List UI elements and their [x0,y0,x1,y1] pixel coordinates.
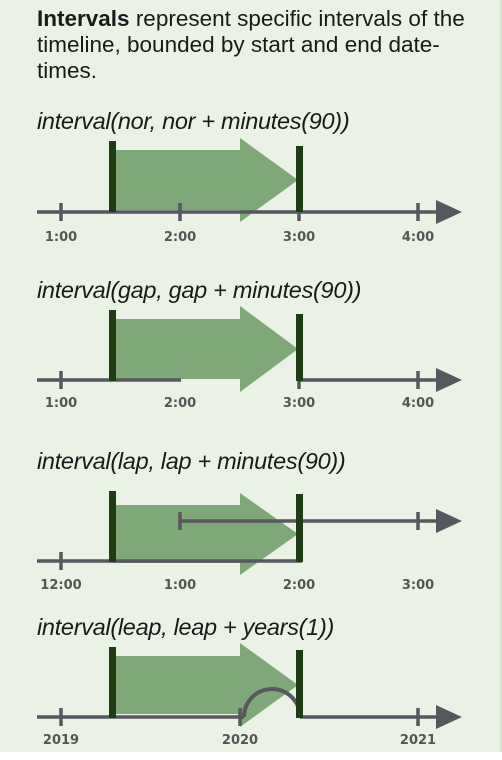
interval-start-marker [109,141,116,212]
code-label-leap: interval(leap, leap + years(1)) [37,614,334,640]
diagram-lap: 12:00 1:00 2:00 3:00 [37,491,462,593]
interval-arrow [113,138,298,222]
tick-label-1: 1:00 [45,230,77,245]
tick-label-2: 2020 [222,733,258,748]
interval-arrow [113,493,298,575]
interval-end-marker [296,650,303,718]
timeline-arrowhead [436,509,462,533]
tick-label-3: 2021 [400,733,436,748]
interval-arrow [113,643,298,727]
interval-end-marker [296,146,303,212]
tick-label-3: 3:00 [283,230,315,245]
tick-label-2: 2:00 [164,230,196,245]
tick-label-4: 4:00 [402,396,434,411]
interval-end-marker [296,314,303,381]
timeline-arrowhead [436,200,462,224]
tick-label-2: 1:00 [164,578,196,593]
diagram-gap: 1:00 2:00 3:00 4:00 [37,306,462,411]
tick-label-3: 3:00 [283,396,315,411]
interval-start-marker [109,647,116,718]
diagram-nor: 1:00 2:00 3:00 4:00 [37,138,462,245]
code-label-lap: interval(lap, lap + minutes(90)) [37,448,346,474]
tick-label-2: 2:00 [164,396,196,411]
timeline-arrowhead [436,705,462,729]
tick-label-1: 2019 [43,733,79,748]
interval-end-marker [296,494,303,562]
code-label-nor: interval(nor, nor + minutes(90)) [37,108,350,134]
interval-start-marker [109,310,116,381]
intro-description: represent specific intervals of the time… [37,6,465,83]
interval-start-marker [109,491,116,562]
intro-term: Intervals [37,6,130,31]
diagram-leap: 2019 2020 2021 [37,643,462,748]
interval-arrow [113,306,298,392]
timeline-arrowhead [436,368,462,392]
tick-label-1: 1:00 [45,396,77,411]
tick-label-4: 4:00 [402,230,434,245]
tick-label-4: 3:00 [402,578,434,593]
intro-text: Intervals represent specific intervals o… [37,6,487,84]
tick-label-3: 2:00 [283,578,315,593]
code-label-gap: interval(gap, gap + minutes(90)) [37,277,362,303]
tick-label-1: 12:00 [40,578,81,593]
